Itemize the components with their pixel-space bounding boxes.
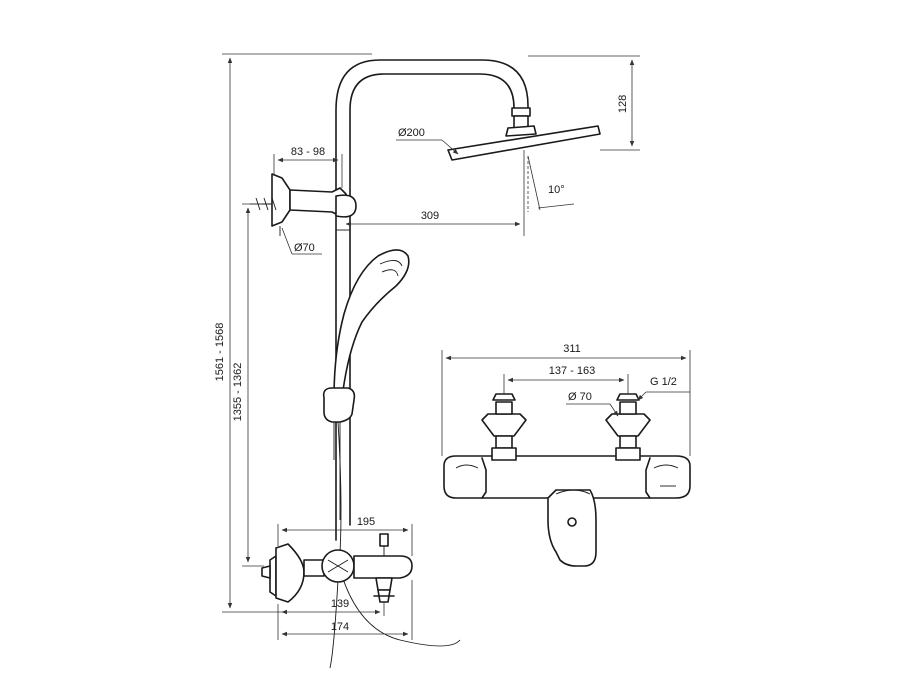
wall-bracket bbox=[250, 173, 357, 236]
label-head-diameter: Ø200 bbox=[398, 127, 425, 139]
dim-rose-diameter: Ø70 bbox=[281, 227, 322, 255]
dim-inlet-centers: 137 - 163 bbox=[503, 365, 629, 394]
label-thread-size: G 1/2 bbox=[650, 376, 677, 388]
right-inlet bbox=[605, 393, 651, 461]
shower-head bbox=[447, 107, 601, 161]
label-inlet-centers: 137 - 163 bbox=[549, 365, 595, 377]
label-rose-diameter: Ø70 bbox=[294, 242, 315, 254]
dim-thread-size: G 1/2 bbox=[637, 376, 690, 401]
mixer-front-spout bbox=[547, 489, 597, 567]
front-view: 311 137 - 163 G 1/2 Ø 70 bbox=[441, 343, 691, 567]
label-rail-height: 1355 - 1362 bbox=[232, 363, 244, 422]
label-front-width: 311 bbox=[563, 343, 581, 355]
dim-overall-height: 1561 - 1568 bbox=[214, 53, 372, 613]
label-mixer-depth-174: 174 bbox=[331, 621, 349, 633]
left-inlet bbox=[481, 393, 527, 461]
dim-front-rose-diameter: Ø 70 bbox=[566, 391, 619, 417]
label-mixer-depth-139: 139 bbox=[331, 598, 349, 610]
label-overall-height: 1561 - 1568 bbox=[214, 323, 226, 382]
side-view: 1561 - 1568 1355 - 1362 83 - 98 309 Ø200 bbox=[214, 53, 640, 669]
label-bracket-range: 83 - 98 bbox=[291, 146, 325, 158]
dim-mixer-depth-139: 139 bbox=[277, 598, 385, 640]
dim-head-height: 128 bbox=[528, 55, 640, 151]
label-head-height: 128 bbox=[617, 95, 629, 113]
label-front-rose-diameter: Ø 70 bbox=[568, 391, 592, 403]
dim-bracket-range: 83 - 98 bbox=[273, 146, 343, 188]
dim-mixer-width: 195 bbox=[277, 516, 413, 556]
mixer-side bbox=[261, 533, 413, 603]
dim-arm-reach: 309 bbox=[345, 150, 525, 236]
label-mixer-width: 195 bbox=[357, 516, 375, 528]
mixer-front-body bbox=[443, 455, 691, 499]
dim-front-width: 311 bbox=[441, 343, 691, 456]
dim-mixer-depth-174: 174 bbox=[281, 580, 413, 640]
dim-head-diameter: Ø200 bbox=[396, 127, 459, 155]
dim-rail-height: 1355 - 1362 bbox=[232, 203, 264, 567]
label-head-tilt: 10° bbox=[548, 184, 565, 196]
label-arm-reach: 309 bbox=[421, 210, 439, 222]
shower-column bbox=[335, 59, 529, 541]
dim-head-tilt: 10° bbox=[527, 155, 575, 212]
